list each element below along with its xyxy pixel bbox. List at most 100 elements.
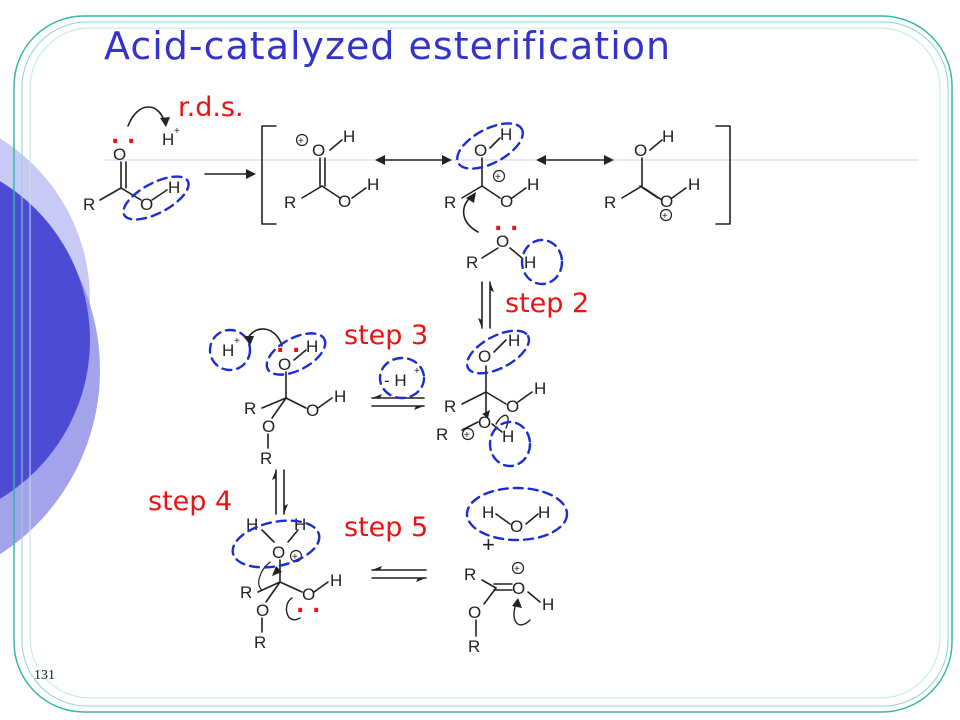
arrow-head xyxy=(284,504,288,514)
arrow-head xyxy=(482,410,490,418)
arrow-head xyxy=(246,169,256,179)
arrow-head xyxy=(604,155,614,165)
carboxylic-acid xyxy=(99,161,168,201)
atom-h: H xyxy=(246,515,258,534)
lone-pair-dots: . . xyxy=(296,593,320,618)
step5-label: step 5 xyxy=(344,512,429,543)
resonance-form-1 xyxy=(301,139,367,199)
resonance-form-2 xyxy=(461,137,527,199)
charge-circle xyxy=(659,208,673,222)
charge-circle xyxy=(511,561,525,575)
curved-arrow xyxy=(258,561,271,591)
atom-h: H xyxy=(542,595,554,614)
highlight-h xyxy=(488,420,532,468)
atom-o: O xyxy=(512,579,525,598)
atom-h: H xyxy=(662,127,674,146)
highlight-oh xyxy=(465,329,531,375)
minus-h-label: - H xyxy=(384,371,407,390)
atom-h: H xyxy=(367,175,379,194)
protonated-ester xyxy=(475,579,541,637)
water xyxy=(495,513,539,525)
atom-o: O xyxy=(302,585,315,604)
atom-o: O xyxy=(306,401,319,420)
atom-o: O xyxy=(474,141,487,160)
highlight-h xyxy=(520,238,564,286)
highlight-oh xyxy=(265,332,327,376)
atom-h: H xyxy=(500,125,512,144)
lone-pair-dots: . . xyxy=(494,211,518,236)
atom-h: H xyxy=(482,503,494,522)
resonance-form-3 xyxy=(621,139,687,201)
atom-r: R xyxy=(244,399,256,418)
curved-arrow xyxy=(285,597,301,621)
atom-o: O xyxy=(113,145,126,164)
charge-plus: + xyxy=(292,552,298,563)
arrow-head xyxy=(416,578,426,582)
charge-plus: + xyxy=(298,136,304,147)
charge-circle xyxy=(295,133,309,147)
frame-inner xyxy=(21,21,949,707)
atom-h: H xyxy=(527,175,539,194)
atom-o: O xyxy=(496,232,509,251)
atom-o: O xyxy=(506,397,519,416)
step4-label: step 4 xyxy=(148,486,233,517)
atom-r: R xyxy=(444,193,456,212)
atom-o: O xyxy=(634,141,647,160)
atom-r: R xyxy=(240,583,252,602)
proton-h: H xyxy=(162,130,174,149)
atom-h: H xyxy=(306,337,318,356)
atom-h: H xyxy=(524,253,536,272)
charge-circle xyxy=(461,427,475,441)
atom-r: R xyxy=(468,637,480,656)
atom-r: R xyxy=(464,565,476,584)
atom-o: O xyxy=(312,141,325,160)
atom-h: H xyxy=(334,387,346,406)
atom-o: O xyxy=(478,347,491,366)
atom-o: O xyxy=(660,192,673,211)
plus-sign: + xyxy=(482,532,495,557)
arrow-head xyxy=(372,566,382,570)
arrow-head xyxy=(512,598,522,608)
atom-h: H xyxy=(294,515,306,534)
atom-r: R xyxy=(436,425,448,444)
atom-h: H xyxy=(330,571,342,590)
atom-h: H xyxy=(343,127,355,146)
slide-number: 131 xyxy=(34,668,55,683)
atom-o: O xyxy=(510,517,523,536)
highlight-water xyxy=(465,486,569,542)
arrow-head xyxy=(244,336,254,346)
curved-arrow xyxy=(513,603,531,626)
atom-h: H xyxy=(502,427,514,446)
atom-o: O xyxy=(278,355,291,374)
atom-h: H xyxy=(534,379,546,398)
highlight-h xyxy=(208,328,252,372)
charge-circle xyxy=(492,169,506,183)
arrow-head xyxy=(414,406,424,410)
charge-plus: + xyxy=(495,172,501,183)
curved-arrow xyxy=(247,328,283,347)
bracket-left xyxy=(261,125,277,225)
lone-pair-dots: . . xyxy=(111,124,135,149)
atom-r: R xyxy=(466,253,478,272)
atom-o: O xyxy=(500,192,513,211)
arrow-head xyxy=(272,470,276,480)
atom-o: O xyxy=(478,413,491,432)
charge-plus: + xyxy=(662,211,668,222)
frame-inner2 xyxy=(29,27,941,699)
arrow-head xyxy=(160,117,170,127)
atom-r: R xyxy=(260,449,272,468)
atom-h: H xyxy=(538,503,550,522)
atom-o: O xyxy=(338,192,351,211)
slide-title: Acid-catalyzed esterification xyxy=(104,24,672,68)
charge-plus: + xyxy=(514,564,520,575)
hemiacetal-intermediate xyxy=(261,349,333,449)
highlight-oh xyxy=(122,175,190,221)
curved-arrow xyxy=(462,195,479,233)
step2-label: step 2 xyxy=(505,288,590,319)
arrow-head xyxy=(272,566,282,576)
arrow-head xyxy=(536,155,546,165)
rds-label: r.d.s. xyxy=(178,92,244,123)
atom-o: O xyxy=(262,417,275,436)
